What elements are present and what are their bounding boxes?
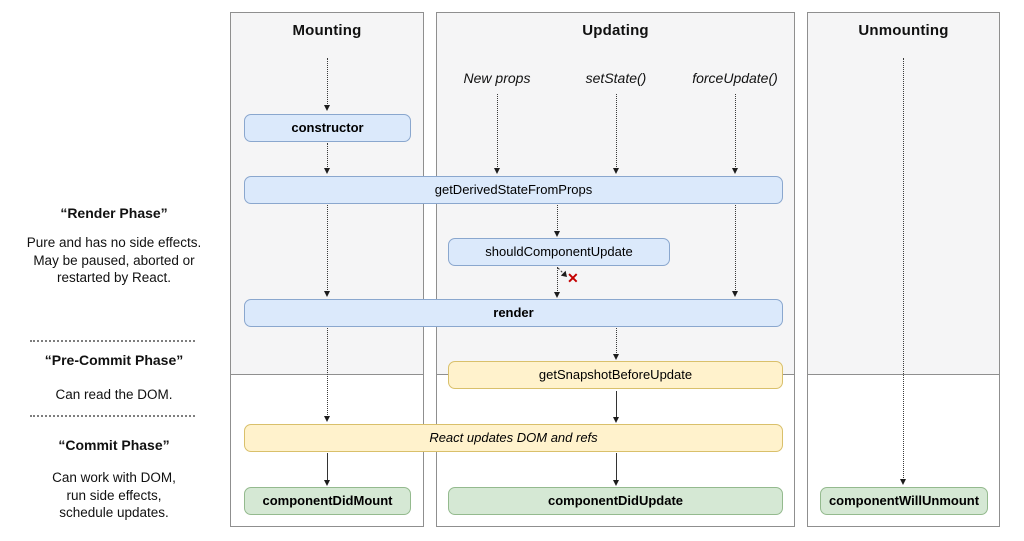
mounting-column-title: Mounting bbox=[292, 22, 362, 39]
arrow-newprops-to-getderived bbox=[494, 94, 500, 174]
arrow-forceupdate-bypass-to-render bbox=[732, 205, 738, 297]
node-constructor: constructor bbox=[244, 114, 411, 142]
phase-divider bbox=[30, 415, 195, 417]
arrow-setstate-to-getderived bbox=[613, 94, 619, 174]
node-componentdidupdate: componentDidUpdate bbox=[448, 487, 783, 515]
arrow-constructor-to-getderived bbox=[324, 143, 330, 174]
unmounting-column-title: Unmounting bbox=[858, 22, 949, 39]
arrow-unmounting-to-willunmount bbox=[900, 58, 906, 485]
phase-divider bbox=[30, 340, 195, 342]
setstate-label: setState() bbox=[585, 70, 647, 86]
arrow-getderived-to-shouldupdate bbox=[554, 205, 560, 237]
node-shouldcomponentupdate: shouldComponentUpdate bbox=[448, 238, 670, 266]
arrow-render-to-reactupdates-mount bbox=[324, 328, 330, 422]
forceupdate-label: forceUpdate() bbox=[692, 70, 778, 86]
node-getderivedstatefromprops: getDerivedStateFromProps bbox=[244, 176, 783, 204]
commit-phase-description: Can work with DOM, run side effects, sch… bbox=[52, 470, 176, 520]
render-phase-description: Pure and has no side effects. May be pau… bbox=[26, 235, 202, 285]
render-phase-title: “Render Phase” bbox=[60, 205, 168, 221]
arrow-reactupdates-to-didupdate bbox=[613, 453, 619, 486]
arrow-forceupdate-to-getderived bbox=[732, 94, 738, 174]
node-getsnapshotbeforeupdate: getSnapshotBeforeUpdate bbox=[448, 361, 783, 389]
arrow-shouldupdate-to-render bbox=[554, 267, 560, 298]
node-react-updates-dom: React updates DOM and refs bbox=[244, 424, 783, 452]
node-componentwillunmount: componentWillUnmount bbox=[820, 487, 988, 515]
node-componentdidmount: componentDidMount bbox=[244, 487, 411, 515]
pre-commit-phase-description: Can read the DOM. bbox=[55, 387, 173, 402]
arrow-getsnapshot-to-reactupdates bbox=[613, 391, 619, 423]
arrow-render-to-getsnapshot bbox=[613, 328, 619, 360]
arrow-getderived-to-render-mount bbox=[324, 205, 330, 297]
pre-commit-phase-title: “Pre-Commit Phase” bbox=[44, 352, 184, 368]
abort-branch-arrow bbox=[557, 267, 567, 277]
abort-x-icon: ✕ bbox=[567, 270, 579, 286]
node-render: render bbox=[244, 299, 783, 327]
arrow-mounting-to-constructor bbox=[324, 58, 330, 111]
arrow-reactupdates-to-didmount bbox=[324, 453, 330, 486]
new-props-label: New props bbox=[463, 70, 531, 86]
updating-column-title: Updating bbox=[582, 22, 649, 39]
commit-phase-title: “Commit Phase” bbox=[58, 437, 170, 453]
